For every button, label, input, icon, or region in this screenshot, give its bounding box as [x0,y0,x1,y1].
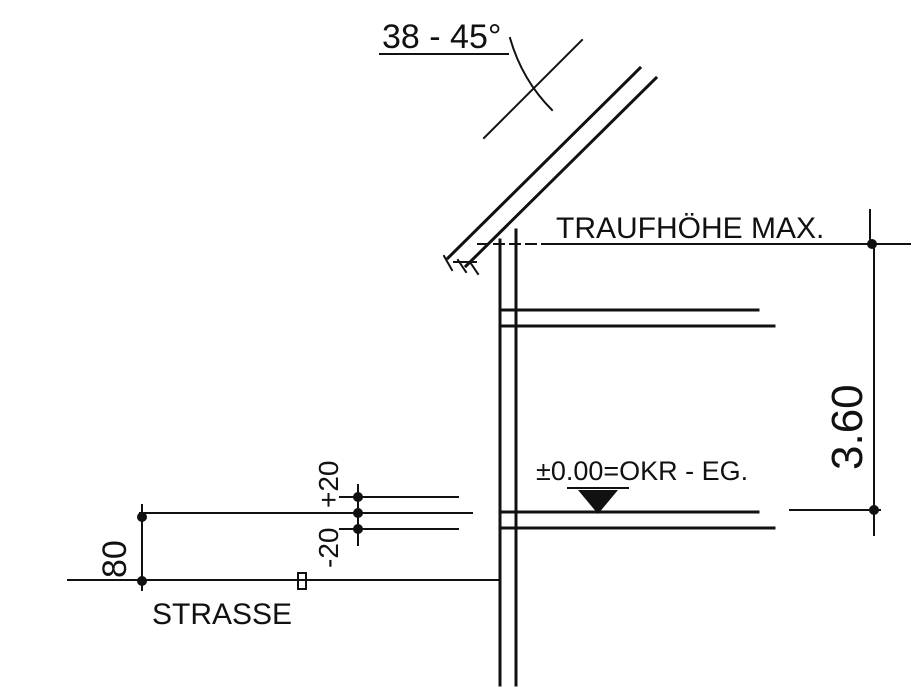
upper-floor-slab [498,308,776,328]
tolerance-minus-label: -20 [313,528,344,568]
tolerance-plus-label: +20 [313,461,344,509]
tolerance-minus-dot [353,524,363,534]
street-label: STRASSE [152,598,292,631]
eaves-height-value: 3.60 [823,384,872,470]
tolerance-lines [139,484,473,546]
offset-top-dot [137,512,147,522]
ground-floor-slab [498,510,776,530]
roof-pitch-label: 38 - 45° [382,18,501,56]
base-dot [869,505,879,515]
tolerance-plus-dot [353,492,363,502]
eaves-height-label: TRAUFHÖHE MAX. [556,212,824,245]
street-offset-value: 80 [96,540,134,578]
level-marker-triangle [578,490,618,514]
eaves-dot [867,239,877,249]
exterior-wall [498,228,518,687]
offset-bottom-dot [137,576,147,586]
ground-floor-label: ±0.00=OKR - EG. [536,456,748,486]
roof-slab [445,65,659,269]
roof-pitch-dimension [379,36,584,140]
street-marker [297,572,307,590]
tolerance-zero-dot [353,508,363,518]
roof-end-ticks [442,254,480,276]
